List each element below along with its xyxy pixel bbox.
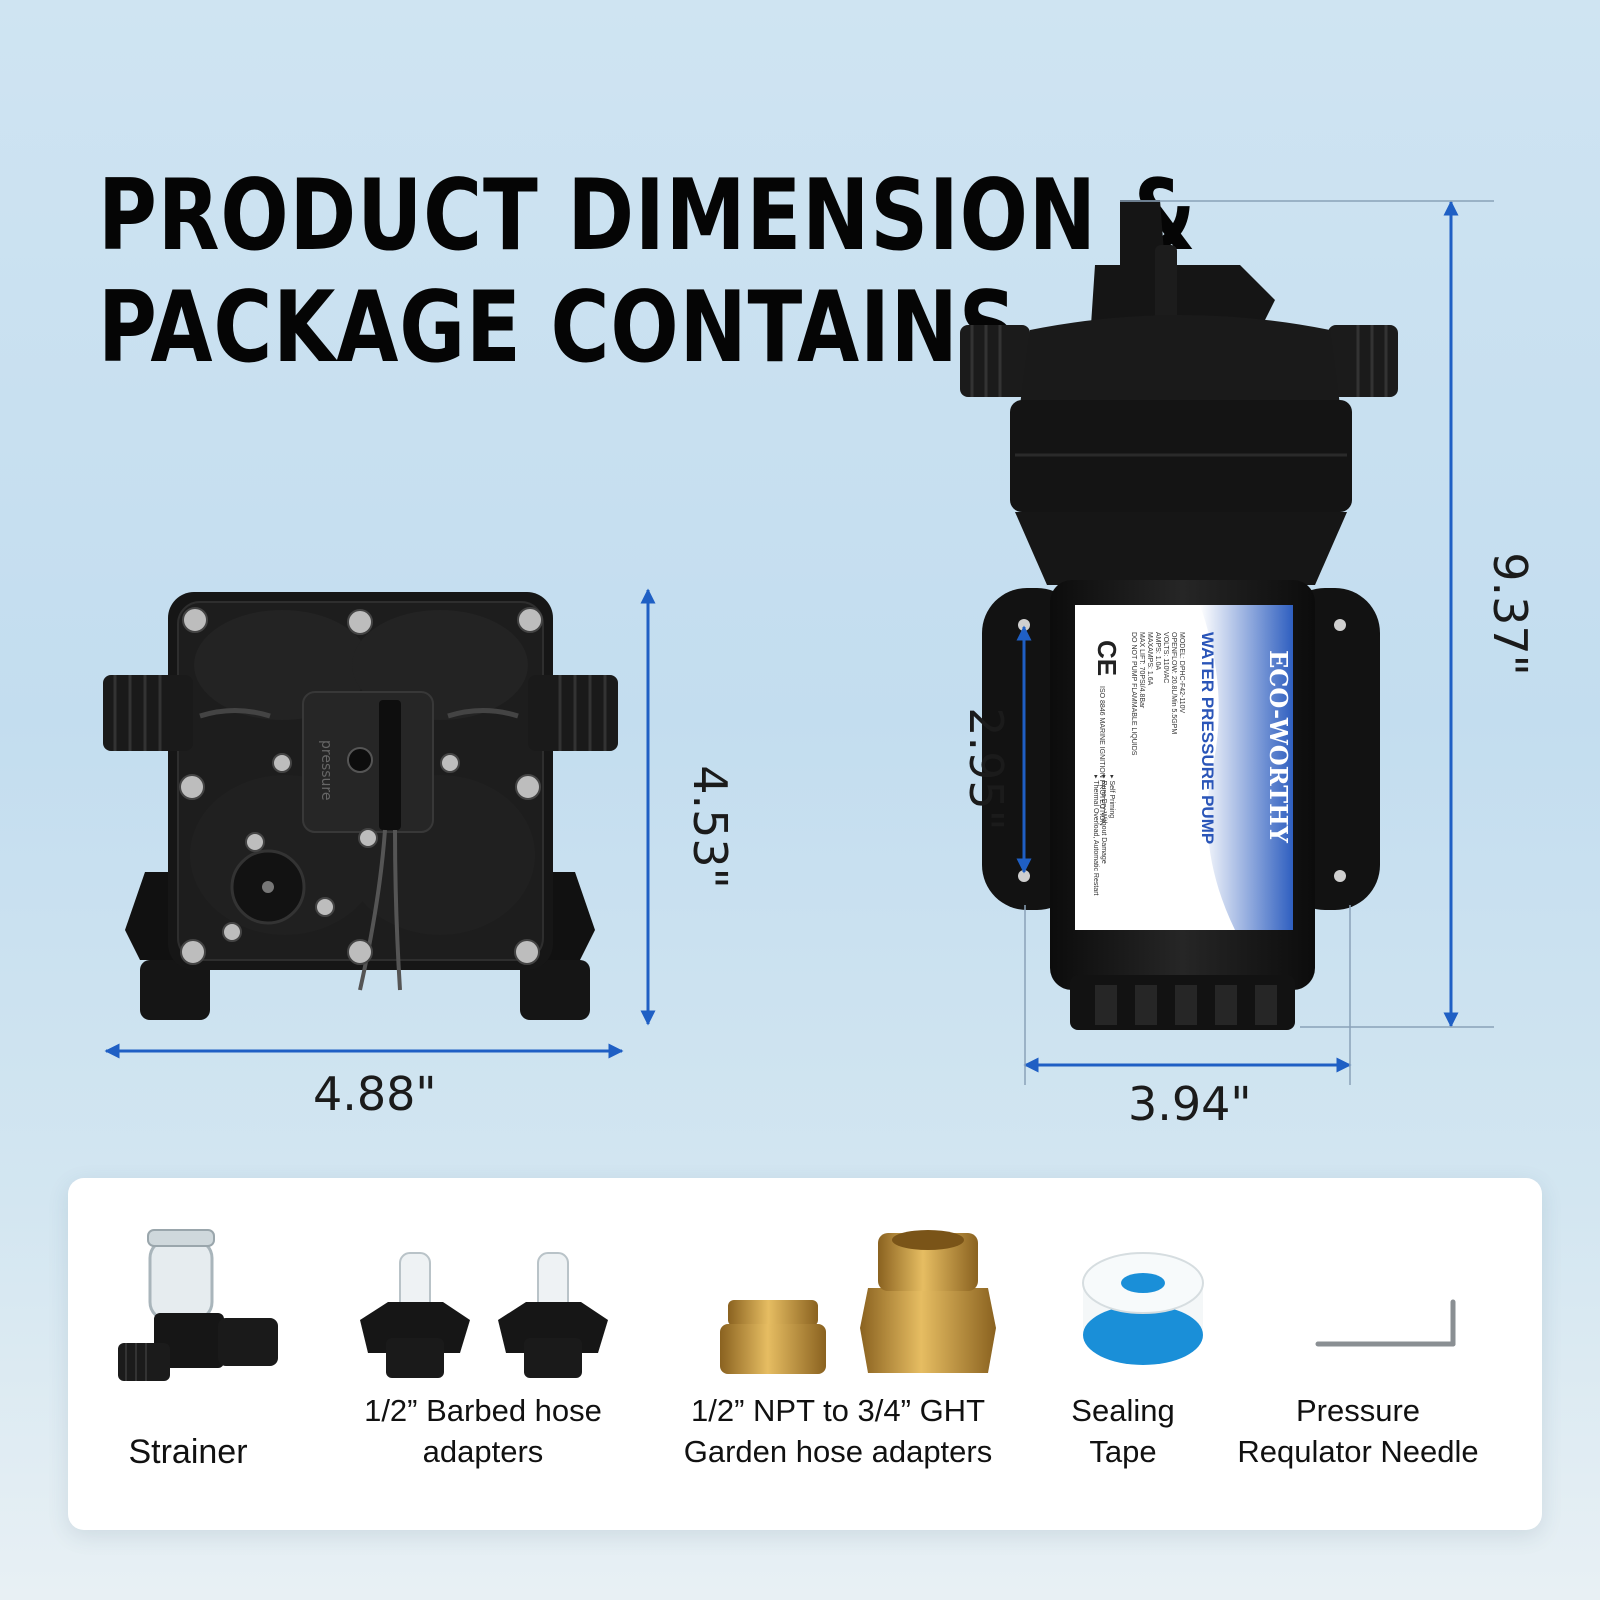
spec-line: MAX LIFT: 70PSI/4.8Bar	[1138, 632, 1145, 709]
spec-line: MAXAMPS: 1.6A	[1146, 632, 1153, 686]
side-height-label: 9.37"	[1482, 552, 1537, 676]
spec-line: VOLTS: 110VAC	[1162, 632, 1169, 683]
strainer-icon	[118, 1229, 278, 1381]
spec-line: DO NOT PUMP FLAMMABLE LIQUIDS	[1130, 632, 1137, 756]
spec-line: OPENFLOW: 20.8L/Min 5.5GPM	[1170, 632, 1177, 734]
feature-line: ▸ Self Priming	[1108, 775, 1115, 818]
front-width-label: 4.88"	[313, 1067, 437, 1121]
page-title: PRODUCT DIMENSION & PACKAGE CONTAINS	[98, 160, 1197, 384]
feature-line: ▸ Thermal Overload, Automatic Restart	[1092, 775, 1099, 896]
hex-key-icon	[1315, 1299, 1456, 1347]
title-line-2: PACKAGE CONTAINS	[98, 271, 1018, 385]
front-height-label: 4.53"	[682, 765, 737, 889]
pump-label: ECO-WORTHY WATER PRESSURE PUMP CE MODEL:…	[1075, 605, 1293, 930]
mount-spacing-label: 2.95"	[958, 707, 1013, 831]
brass-adapter-icon	[720, 1230, 996, 1374]
dimension-arrows	[104, 200, 1459, 1073]
spec-line: AMPS: 1.0A	[1154, 632, 1161, 670]
brand-text: ECO-WORTHY	[1264, 650, 1293, 844]
spec-line: MODEL: DPHC-F42-110V	[1178, 632, 1185, 714]
title-line-1: PRODUCT DIMENSION &	[98, 159, 1197, 273]
ce-mark: CE	[1092, 640, 1122, 676]
barbed-adapter-icon	[360, 1252, 608, 1378]
item-label: Strainer	[128, 1433, 248, 1471]
package-illustrations	[118, 1229, 1456, 1381]
product-text: WATER PRESSURE PUMP	[1198, 632, 1217, 844]
side-pump-drawing: ECO-WORTHY WATER PRESSURE PUMP CE MODEL:…	[960, 200, 1398, 1030]
feature-line: ▸ Runs Dry Without Damage	[1100, 775, 1107, 864]
front-pump-drawing: pressure	[103, 592, 618, 1020]
sealing-tape-icon	[1082, 1252, 1204, 1365]
cert-text: ISO 8846 MARINE IGNITION PROTECTION	[1098, 686, 1105, 826]
side-width-label: 3.94"	[1128, 1077, 1252, 1131]
pressure-text: pressure	[318, 740, 334, 800]
package-item-strainer: Strainer	[108, 1432, 268, 1473]
